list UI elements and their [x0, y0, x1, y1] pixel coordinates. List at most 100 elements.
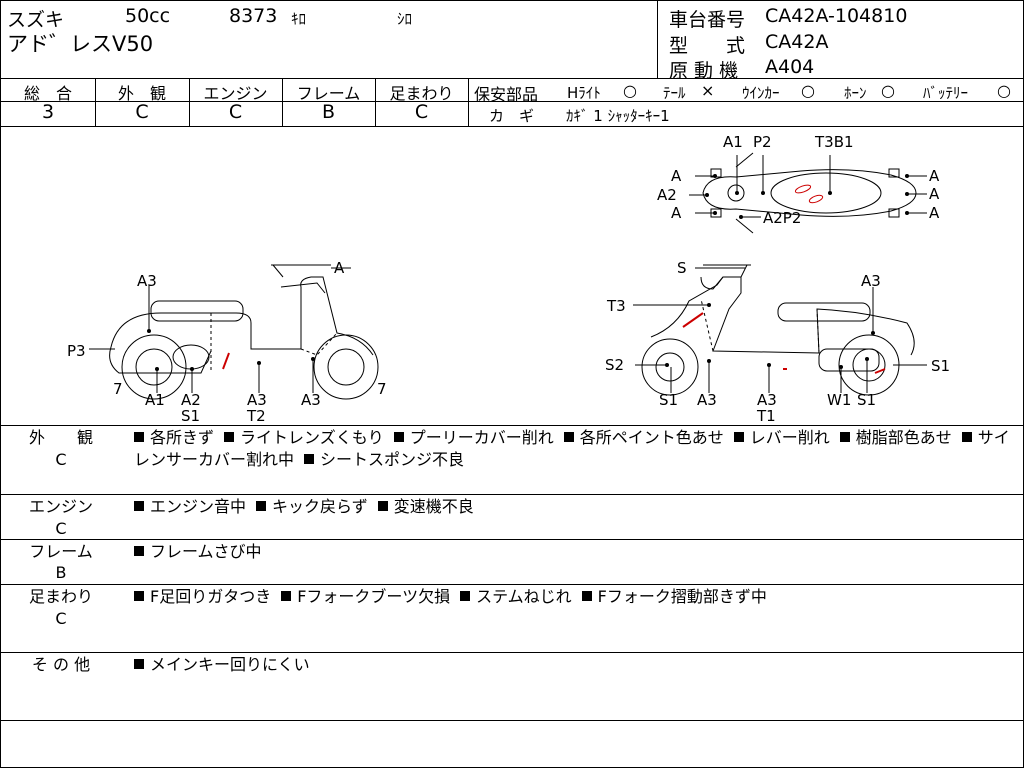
- maker: スズキ: [7, 9, 65, 31]
- finding-item: ステムねじれ: [460, 587, 572, 606]
- top-label: A2P2: [763, 209, 801, 227]
- grade-divider: [282, 78, 283, 126]
- finding-item: ライトレンズくもり: [224, 428, 384, 447]
- section-items: F足回りガタつき Fフォークブーツ欠損ステムねじれ Fフォーク摺動部きず中: [134, 586, 1014, 608]
- grade-exterior-label: 外 観: [117, 84, 166, 103]
- frame-no: CA42A-104810: [765, 5, 908, 27]
- finding-item: エンジン音中: [134, 497, 246, 516]
- left-label: P3: [67, 342, 86, 360]
- finding-item: 樹脂部色あせ: [839, 428, 952, 447]
- finding-item: シートスポンジ不良: [304, 450, 464, 469]
- left-label: S1: [181, 407, 200, 425]
- finding-item: プーリーカバー削れ: [393, 428, 554, 447]
- leader-dots: [147, 174, 909, 371]
- right-label: A3: [697, 391, 717, 409]
- horn-mark: ○: [881, 81, 895, 100]
- grade-suspension-label: 足まわり: [389, 84, 454, 103]
- top-label: A: [671, 167, 682, 185]
- grade-divider: [468, 78, 469, 126]
- battery-mark: ○: [997, 81, 1011, 100]
- taillight-label: ﾃｰﾙ: [663, 84, 686, 102]
- horn-label: ﾎｰﾝ: [844, 84, 867, 102]
- grade-engine-label: エンジン: [203, 84, 268, 103]
- top-label: P2: [753, 133, 772, 151]
- finding-item: F足回りガタつき: [134, 587, 271, 606]
- section-label: 足まわり: [28, 587, 93, 606]
- finding-item: フレームさび中: [134, 542, 262, 561]
- section-items: フレームさび中: [134, 541, 1014, 563]
- winker-mark: ○: [801, 81, 815, 100]
- section-label: 外 観: [28, 428, 93, 447]
- damage-marks-right: [682, 312, 886, 374]
- mileage-unit: ｷﾛ: [291, 10, 307, 28]
- keys-value: ｶｷﾞ 1 ｼｬｯﾀｰｷｰ1: [566, 107, 670, 125]
- left-label: A1: [145, 391, 165, 409]
- top-label: A: [929, 185, 940, 203]
- section-items: 各所きずライトレンズくもりプーリーカバー削れ各所ペイント色あせレバー削れ樹脂部色…: [134, 427, 1014, 471]
- grade-overall-label: 総 合: [23, 84, 72, 103]
- winker-label: ｳｲﾝｶｰ: [742, 84, 780, 102]
- section-items: エンジン音中キック戻らず変速機不良: [134, 496, 1014, 518]
- damage-marks-left: [222, 352, 230, 370]
- finding-item: レバー削れ: [733, 428, 830, 447]
- finding-item: 変速機不良: [377, 497, 474, 516]
- engine-type-label: 原 動 機: [669, 60, 739, 82]
- section-line: [1, 720, 1023, 721]
- right-label: S2: [605, 356, 624, 374]
- color: ｼﾛ: [397, 10, 413, 28]
- section-items: メインキー回りにくい: [134, 654, 1014, 676]
- top-label: A: [929, 167, 940, 185]
- top-label: A: [929, 204, 940, 222]
- scooter-top-view: [702, 152, 917, 234]
- displacement: 50cc: [125, 5, 171, 27]
- model-type-label: 型 式: [669, 35, 746, 57]
- section-grade: C: [55, 450, 67, 469]
- frame-no-label: 車台番号: [669, 9, 746, 31]
- section-line: [1, 425, 1023, 426]
- section-grade: C: [55, 519, 67, 538]
- top-label: A1: [723, 133, 743, 151]
- right-label: A3: [757, 391, 777, 409]
- finding-item: 各所ペイント色あせ: [563, 428, 724, 447]
- section-label: そ の 他: [31, 655, 91, 674]
- finding-item: メインキー回りにくい: [134, 655, 310, 674]
- right-label: A3: [861, 272, 881, 290]
- section-grade: C: [55, 609, 67, 628]
- grade-divider: [189, 78, 190, 126]
- grade-frame-label: フレーム: [296, 84, 361, 103]
- grade-engine-value: C: [228, 101, 243, 123]
- grade-divider: [375, 78, 376, 126]
- grade-exterior-value: C: [135, 101, 149, 123]
- scooter-left-view: [109, 264, 379, 400]
- finding-item: Fフォーク摺動部きず中: [581, 587, 767, 606]
- right-label: S1: [857, 391, 876, 409]
- section-label: エンジン: [28, 497, 93, 516]
- top-label: A2: [657, 186, 677, 204]
- left-label: A3: [301, 391, 321, 409]
- section-label: フレーム: [29, 542, 93, 561]
- section-line: [1, 652, 1023, 653]
- finding-item: キック戻らず: [256, 497, 368, 516]
- finding-item: サイレンサーカバー割れ中: [134, 428, 1010, 469]
- damage-diagram: A1 P2 T3B1 A A2 A A2P2 A A A A A3 P3 7 A…: [67, 133, 950, 425]
- finding-item: Fフォークブーツ欠損: [281, 587, 450, 606]
- safety-parts-label: 保安部品: [474, 85, 539, 104]
- grade-bottom-line: [1, 126, 1023, 127]
- left-label: T2: [246, 407, 266, 425]
- finding-item: 各所きず: [134, 428, 214, 447]
- taillight-mark: ×: [701, 81, 715, 100]
- right-label: S1: [931, 357, 950, 375]
- left-label: A3: [137, 272, 157, 290]
- left-label: A: [334, 259, 345, 277]
- keys-label: カ ギ: [489, 107, 535, 125]
- right-label: T3: [606, 297, 626, 315]
- damage-marks-top: [794, 184, 824, 204]
- headlight-mark: ○: [623, 81, 637, 100]
- right-label: W1: [827, 391, 851, 409]
- left-label: 7: [113, 380, 123, 398]
- scooter-right-view: [641, 264, 915, 396]
- grade-frame-value: B: [321, 101, 336, 123]
- grade-mid-line: [1, 101, 1023, 102]
- header-bottom-line: [1, 78, 1023, 79]
